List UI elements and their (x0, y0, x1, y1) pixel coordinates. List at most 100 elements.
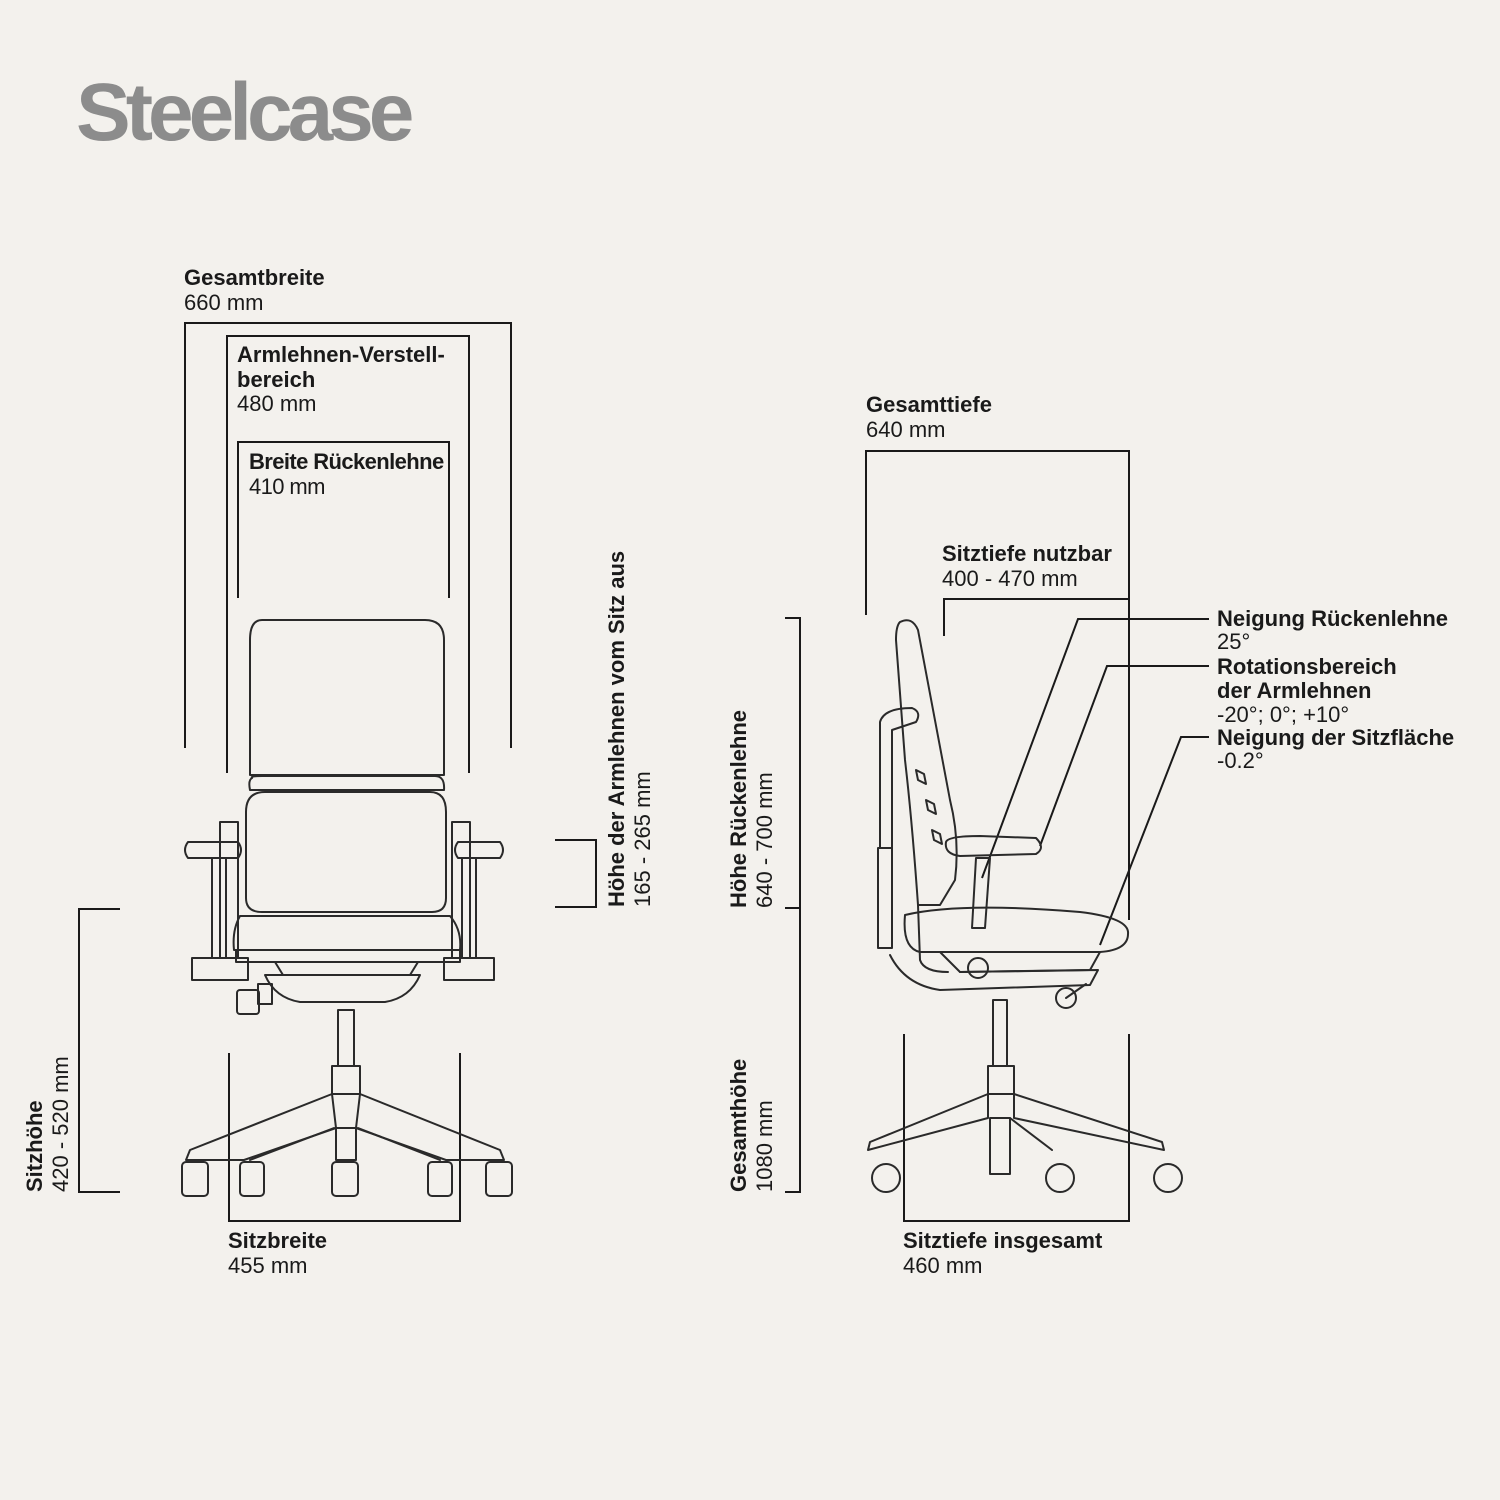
mechanism-plate (274, 961, 419, 976)
usable-seat-depth-bracket (943, 598, 1129, 636)
right-bracket (443, 957, 495, 981)
side-caster-1 (871, 1163, 901, 1193)
backrest-tilt-leader (981, 618, 1209, 879)
side-mechanism (889, 954, 1099, 991)
backrest-width-value: 410 mm (249, 473, 325, 499)
backrest-height-title: Höhe Rückenlehne (726, 709, 751, 908)
side-caster-3 (1153, 1163, 1183, 1193)
seat-width-label: Sitzbreite 455 mm (228, 1228, 328, 1278)
armrest-range-value: 480 mm (237, 391, 317, 417)
chair-front-illustration (181, 619, 513, 1197)
seat-width-value: 455 mm (228, 1252, 308, 1278)
usable-seat-depth-value: 400 - 470 mm (942, 565, 1078, 591)
side-seat-shell (939, 951, 1101, 973)
caster-3 (331, 1161, 359, 1197)
overall-height-title: Gesamthöhe (726, 1058, 751, 1192)
total-seat-depth-bracket (903, 1034, 1130, 1222)
armrest-rotation-label: Rotationsbereich der Armlehnen -20°; 0°;… (1217, 655, 1397, 726)
side-base-leg-left (867, 1093, 989, 1151)
side-base-leg-right (1013, 1093, 1165, 1151)
seat-width-title: Sitzbreite (228, 1228, 328, 1253)
base-leg-center (335, 1127, 357, 1161)
overall-depth-value: 640 mm (866, 416, 946, 442)
overall-depth-label: Gesamttiefe 640 mm (866, 392, 992, 442)
seat-height-title: Sitzhöhe (22, 1100, 47, 1192)
overall-width-label: Gesamtbreite 660 mm (184, 265, 325, 315)
armrest-rotation-leader (1039, 665, 1209, 847)
mechanism-housing (264, 974, 421, 1003)
gas-column (337, 1009, 355, 1067)
side-base-leg-mid (1009, 1117, 1053, 1151)
base-leg-left (185, 1093, 337, 1161)
armrest-rotation-value: -20°; 0°; +10° (1217, 701, 1350, 727)
overall-depth-bracket (865, 450, 1130, 920)
backrest-width-label: Breite Rückenlehne 410 mm (249, 449, 444, 499)
overall-width-value: 660 mm (184, 289, 264, 315)
caster-1 (181, 1161, 209, 1197)
caster-2 (239, 1161, 265, 1197)
total-seat-depth-title: Sitztiefe insgesamt (903, 1228, 1103, 1253)
backrest-tilt-title: Neigung Rückenlehne (1217, 606, 1449, 631)
seat-tilt-value: -0.2° (1217, 748, 1264, 774)
side-lever (1065, 983, 1087, 999)
backrest-tilt-value: 25° (1217, 629, 1251, 655)
overall-width-title: Gesamtbreite (184, 265, 325, 290)
chair-side-illustration (867, 619, 1183, 1193)
armrest-height-bracket (555, 839, 597, 908)
armrest-height-title: Höhe der Armlehnen vom Sitz aus (604, 550, 629, 907)
left-bracket (191, 957, 249, 981)
base-leg-right (355, 1093, 505, 1161)
backrest-width-bracket (237, 441, 450, 598)
usable-seat-depth-title: Sitztiefe nutzbar (942, 541, 1112, 566)
seat-tilt-title: Neigung der Sitzfläche (1217, 725, 1455, 750)
side-armpost (971, 857, 991, 929)
total-seat-depth-label: Sitztiefe insgesamt 460 mm (903, 1228, 1103, 1278)
side-base-leg-front (989, 1117, 1011, 1175)
left-armpad (184, 841, 242, 859)
overall-height-label: Gesamthöhe 1080 mm (726, 1059, 779, 1192)
caster-5 (485, 1161, 513, 1197)
seat-height-value: 420 - 520 mm (48, 1056, 74, 1192)
seat-edge (235, 949, 461, 963)
side-armpad (944, 835, 1042, 857)
side-gas-column (992, 999, 1008, 1067)
seat (232, 915, 462, 951)
backrest-height-bracket (785, 617, 801, 909)
side-backrest (895, 619, 958, 906)
side-column-base (987, 1065, 1015, 1095)
right-armpad (454, 841, 504, 859)
overall-height-bracket (785, 907, 801, 1193)
armrest-height-value: 165 - 265 mm (630, 771, 656, 907)
armrest-rotation-title-1: Rotationsbereich (1217, 654, 1397, 679)
armrest-rotation-title-2: der Armlehnen (1217, 677, 1372, 703)
overall-height-value: 1080 mm (752, 1100, 778, 1192)
armrest-range-bracket (226, 335, 470, 773)
side-back-post (877, 847, 893, 949)
side-back-support (879, 707, 920, 849)
seat-height-label: Sitzhöhe 420 - 520 mm (22, 1056, 75, 1192)
seat-tilt-leader (1099, 736, 1209, 946)
seat-width-bracket (228, 1053, 461, 1222)
side-knob-1 (967, 957, 989, 979)
backrest-width-title: Breite Rückenlehne (249, 449, 444, 474)
side-dimension-lines (785, 450, 1209, 1222)
usable-seat-depth-label: Sitztiefe nutzbar 400 - 470 mm (942, 541, 1112, 591)
tilt-knob (236, 989, 260, 1015)
base-legs-inner (249, 1127, 441, 1161)
overall-depth-title: Gesamttiefe (866, 392, 992, 417)
seat-height-bracket (78, 908, 120, 1193)
backrest-band (248, 775, 446, 791)
front-dimension-lines (78, 322, 597, 1222)
armrest-range-title-2: bereich (237, 366, 316, 392)
total-seat-depth-value: 460 mm (903, 1252, 983, 1278)
side-frame-curve (917, 904, 949, 973)
tilt-knob-shaft (257, 983, 273, 1005)
backrest-height-value: 640 - 700 mm (752, 772, 778, 908)
side-seat (903, 906, 1130, 953)
column-base (331, 1065, 361, 1095)
backrest-upper (249, 619, 445, 776)
side-knob-2 (1055, 987, 1077, 1009)
caster-4 (427, 1161, 453, 1197)
